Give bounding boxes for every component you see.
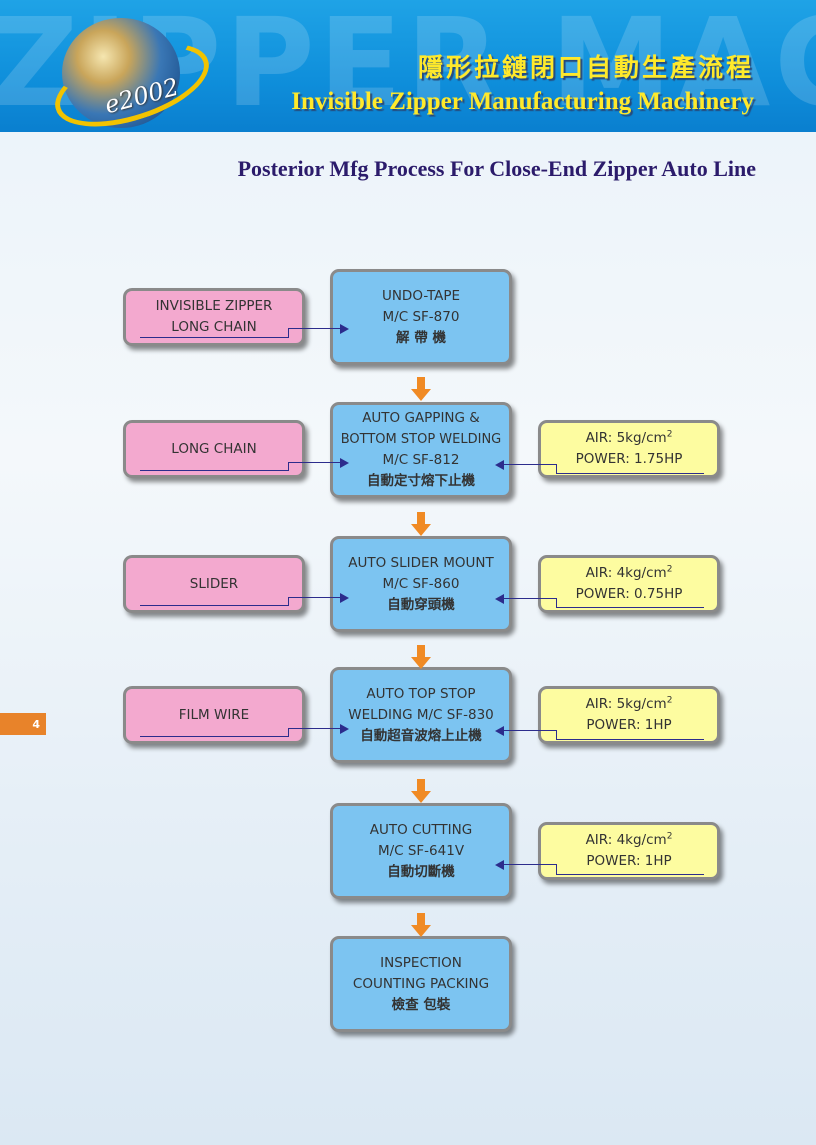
spec-box: AIR: 5kg/cm2 POWER: 1.75HP (538, 420, 720, 478)
air-spec: AIR: 5kg/cm2 (585, 695, 673, 712)
connector-line (288, 728, 289, 737)
connector-line (288, 597, 289, 606)
power-spec: POWER: 1.75HP (575, 451, 683, 467)
header-banner: ZIPPER MACHINE e2002 隱形拉鏈閉口自動生產流程 Invisi… (0, 0, 816, 132)
connector-line (140, 605, 288, 606)
air-spec: AIR: 4kg/cm2 (585, 564, 673, 581)
machine-line: M/C SF-641V (377, 842, 465, 859)
machine-name-zh: 自動定寸熔下止機 (367, 473, 475, 489)
input-box-long-chain: LONG CHAIN (123, 420, 305, 478)
machine-line: WELDING M/C SF-830 (348, 706, 494, 723)
left-arrow-icon (495, 460, 504, 470)
machine-box-slider-mount: AUTO SLIDER MOUNT M/C SF-860 自動穿頭機 (330, 536, 512, 632)
right-arrow-icon (340, 458, 349, 468)
input-line: LONG CHAIN (171, 319, 257, 335)
machine-line: AUTO TOP STOP (366, 685, 476, 702)
left-arrow-icon (495, 860, 504, 870)
connector-line (288, 462, 289, 471)
machine-line: UNDO-TAPE (381, 287, 461, 304)
machine-line: M/C SF-860 (382, 575, 460, 592)
power-spec: POWER: 1HP (586, 853, 672, 869)
machine-line: M/C SF-812 (382, 452, 460, 468)
connector-line (556, 739, 704, 740)
connector-line (556, 598, 557, 608)
right-arrow-icon (340, 593, 349, 603)
machine-line: M/C SF-870 (382, 308, 460, 325)
input-box-invisible-zipper: INVISIBLE ZIPPER LONG CHAIN (123, 288, 305, 346)
connector-line (288, 728, 340, 729)
left-arrow-icon (495, 594, 504, 604)
spec-box: AIR: 4kg/cm2 POWER: 0.75HP (538, 555, 720, 613)
machine-name-zh: 檢查 包裝 (391, 996, 451, 1013)
down-arrow-icon (411, 512, 431, 537)
spec-box: AIR: 5kg/cm2 POWER: 1HP (538, 686, 720, 744)
power-spec: POWER: 1HP (586, 717, 672, 733)
connector-line (288, 462, 340, 463)
air-spec: AIR: 5kg/cm2 (585, 429, 673, 446)
connector-line (504, 464, 556, 465)
connector-line (556, 730, 557, 740)
left-arrow-icon (495, 726, 504, 736)
air-spec: AIR: 4kg/cm2 (585, 831, 673, 848)
page-number-tab: 4 (0, 713, 46, 735)
input-line: LONG CHAIN (171, 440, 257, 457)
machine-name-zh: 自動穿頭機 (387, 596, 455, 613)
connector-line (140, 736, 288, 737)
down-arrow-icon (411, 779, 431, 804)
down-arrow-icon (411, 913, 431, 938)
connector-line (556, 864, 557, 875)
machine-line: AUTO SLIDER MOUNT (348, 554, 494, 571)
connector-line (556, 607, 704, 608)
machine-line: AUTO GAPPING & (362, 410, 480, 426)
connector-line (504, 864, 556, 865)
input-line: INVISIBLE ZIPPER (155, 298, 273, 314)
spec-box: AIR: 4kg/cm2 POWER: 1HP (538, 822, 720, 880)
down-arrow-icon (411, 377, 431, 402)
machine-name-zh: 解 帶 機 (396, 329, 446, 346)
machine-box-gapping-welding: AUTO GAPPING & BOTTOM STOP WELDING M/C S… (330, 402, 512, 498)
connector-line (556, 874, 704, 875)
machine-box-undo-tape: UNDO-TAPE M/C SF-870 解 帶 機 (330, 269, 512, 365)
connector-line (504, 730, 556, 731)
connector-line (140, 337, 288, 338)
connector-line (288, 328, 340, 329)
connector-line (288, 597, 340, 598)
input-box-slider: SLIDER (123, 555, 305, 613)
right-arrow-icon (340, 324, 349, 334)
input-box-film-wire: FILM WIRE (123, 686, 305, 744)
input-line: FILM WIRE (178, 706, 250, 723)
page-subtitle: Posterior Mfg Process For Close-End Zipp… (237, 156, 756, 181)
machine-box-top-stop-welding: AUTO TOP STOP WELDING M/C SF-830 自動超音波熔上… (330, 667, 512, 763)
title-chinese: 隱形拉鏈閉口自動生產流程 (417, 53, 754, 82)
connector-line (288, 328, 289, 338)
machine-line: BOTTOM STOP WELDING (340, 432, 502, 447)
machine-box-auto-cutting: AUTO CUTTING M/C SF-641V 自動切斷機 (330, 803, 512, 899)
connector-line (556, 464, 557, 474)
globe-logo-icon (62, 18, 180, 128)
input-line: SLIDER (189, 575, 239, 592)
machine-box-inspection-packing: INSPECTION COUNTING PACKING 檢查 包裝 (330, 936, 512, 1032)
connector-line (504, 598, 556, 599)
down-arrow-icon (411, 645, 431, 670)
connector-line (556, 473, 704, 474)
machine-line: INSPECTION (380, 954, 462, 971)
machine-line: COUNTING PACKING (352, 975, 490, 992)
title-english: Invisible Zipper Manufacturing Machinery (291, 88, 754, 115)
machine-name-zh: 自動切斷機 (387, 863, 455, 880)
machine-name-zh: 自動超音波熔上止機 (360, 727, 482, 744)
power-spec: POWER: 0.75HP (575, 586, 683, 602)
right-arrow-icon (340, 724, 349, 734)
connector-line (140, 470, 288, 471)
machine-line: AUTO CUTTING (369, 821, 473, 838)
